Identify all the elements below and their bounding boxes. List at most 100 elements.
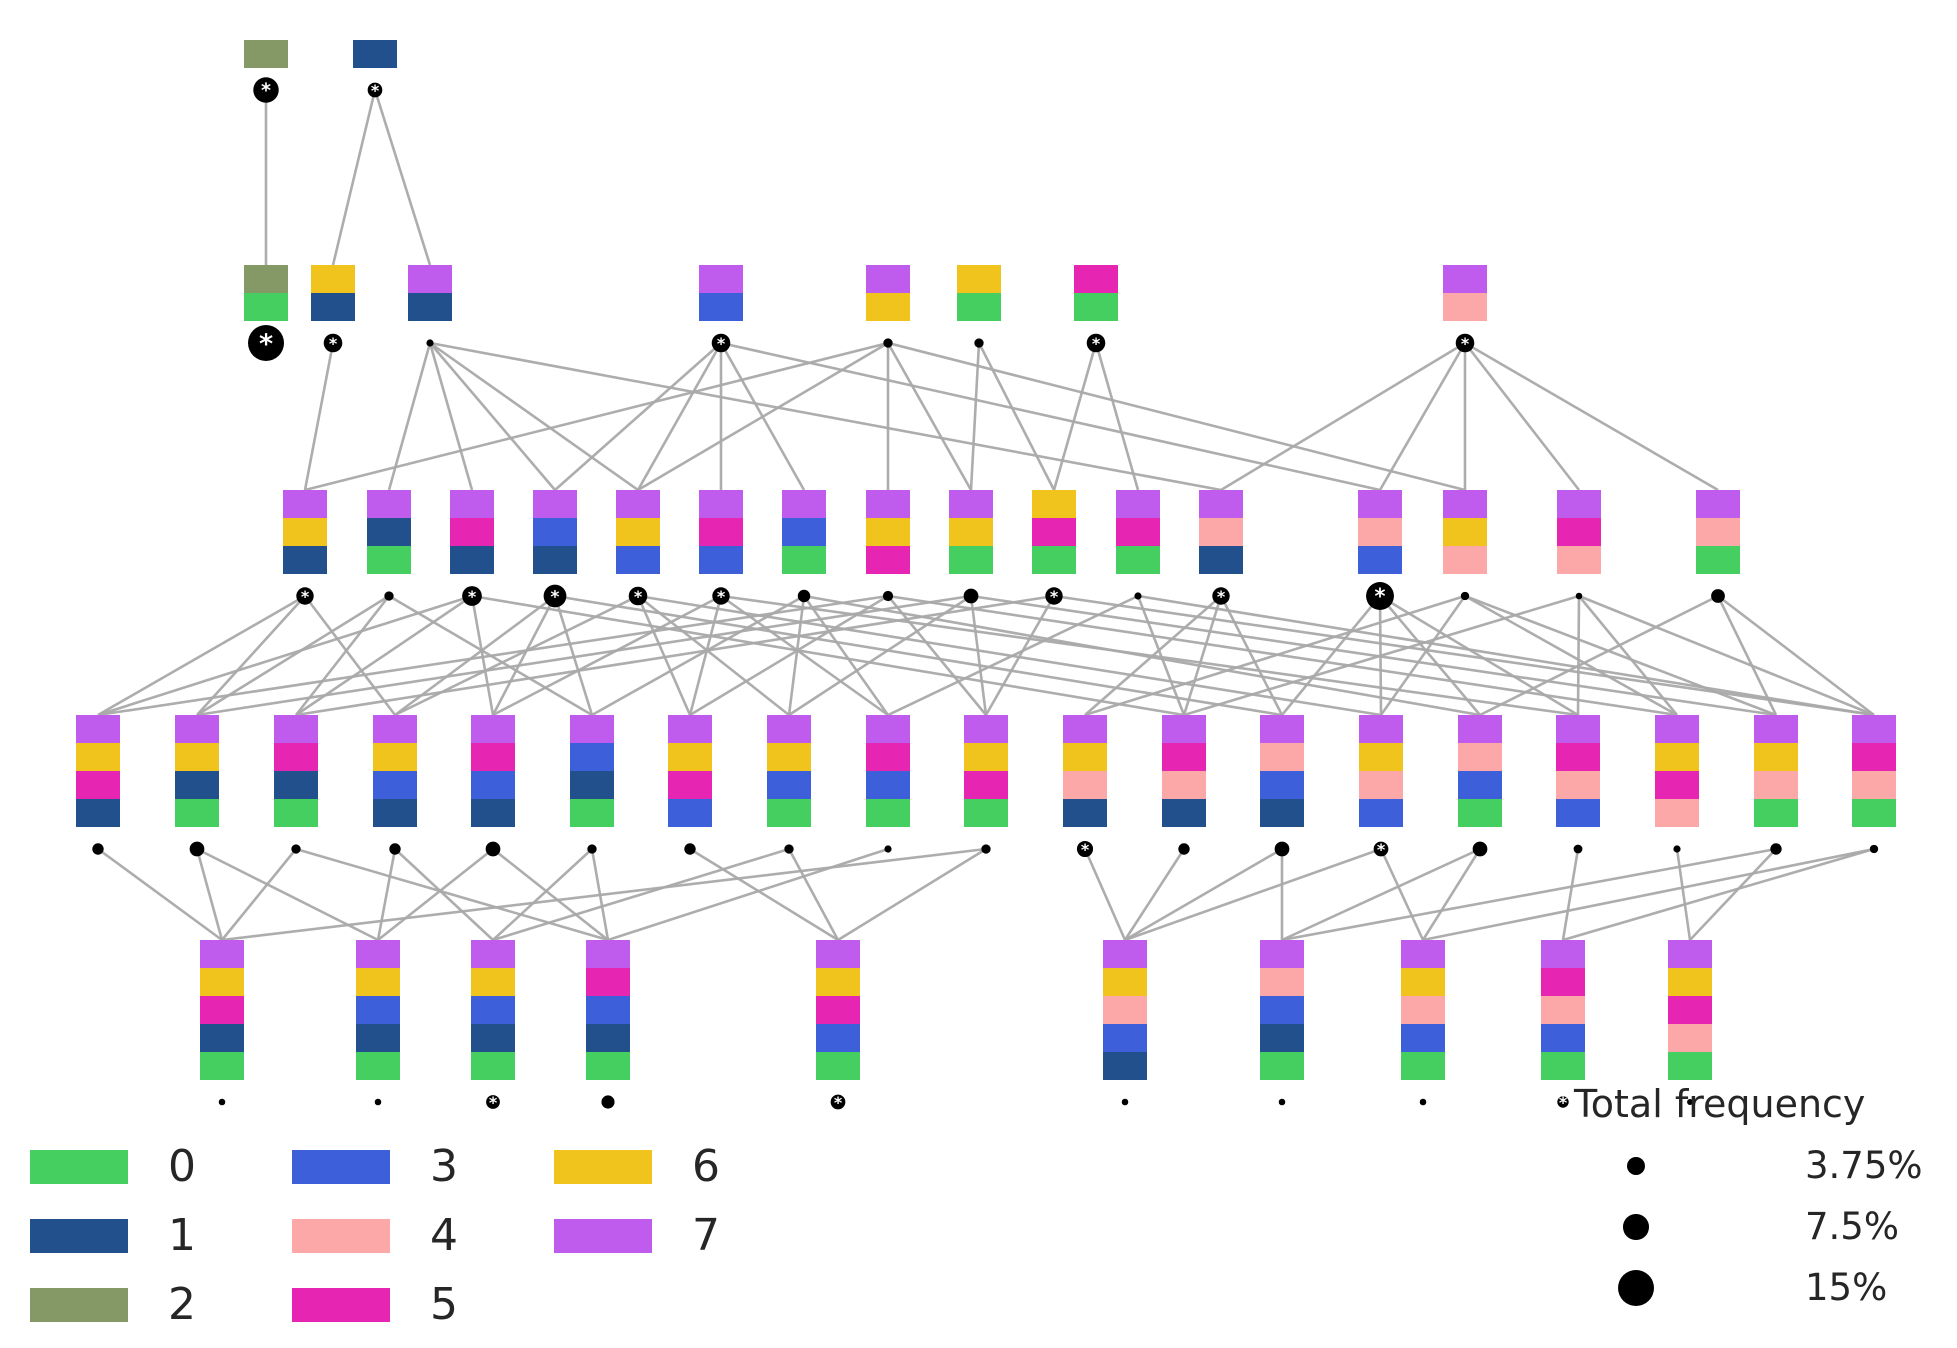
node-1-0[interactable]: * [244, 265, 288, 361]
legend-item-4: 4 [292, 1214, 458, 1258]
lineage-edge [97, 847, 223, 942]
node-1-2[interactable] [408, 265, 452, 347]
lineage-edge [331, 89, 377, 266]
node-segment-7 [471, 715, 515, 743]
frequency-dot [253, 77, 279, 103]
lineage-edge [1422, 847, 1875, 942]
star-marker: * [1375, 585, 1386, 609]
node-segment-1 [1063, 799, 1107, 827]
node-segment-7 [1162, 715, 1206, 743]
node-segment-3 [1103, 1024, 1147, 1052]
lineage-edge [1675, 848, 1692, 941]
node-3-17[interactable] [1754, 715, 1798, 855]
node-3-13[interactable]: * [1359, 715, 1403, 859]
node-3-14[interactable] [1458, 715, 1502, 857]
frequency-dot [784, 844, 794, 854]
node-2-13[interactable] [1443, 490, 1487, 601]
frequency-dot [1472, 841, 1488, 857]
node-segment-2 [244, 265, 288, 293]
node-3-3[interactable] [373, 715, 417, 855]
node-4-6[interactable] [1260, 940, 1304, 1106]
node-4-5[interactable] [1103, 940, 1147, 1106]
node-4-8[interactable]: * [1541, 940, 1585, 1112]
node-4-1[interactable] [356, 940, 400, 1106]
star-marker: * [489, 1093, 498, 1112]
node-3-8[interactable] [866, 715, 910, 853]
frequency-dot [1575, 592, 1583, 600]
node-segment-4 [1103, 996, 1147, 1024]
node-4-2[interactable]: * [471, 940, 515, 1112]
lineage-edge [788, 594, 972, 717]
node-3-2[interactable] [274, 715, 318, 854]
node-segment-0 [1541, 1052, 1585, 1080]
frequency-dot [1455, 333, 1475, 353]
node-2-15[interactable] [1696, 490, 1740, 603]
node-3-9[interactable] [964, 715, 1008, 854]
node-2-2[interactable]: * [450, 490, 494, 606]
node-4-9[interactable] [1668, 940, 1712, 1105]
lineage-edge [195, 848, 224, 941]
node-segment-7 [866, 490, 910, 518]
node-1-5[interactable] [957, 265, 1001, 348]
legend-item-1: 1 [30, 1214, 196, 1258]
node-3-12[interactable] [1260, 715, 1304, 857]
node-3-4[interactable] [471, 715, 515, 857]
node-2-0[interactable]: * [283, 490, 327, 606]
node-3-0[interactable] [76, 715, 120, 855]
node-2-6[interactable] [782, 490, 826, 603]
node-segment-3 [816, 1024, 860, 1052]
node-4-3[interactable] [586, 940, 630, 1109]
node-segment-4 [1696, 518, 1740, 546]
edges-layer [97, 89, 1875, 942]
node-segment-7 [1199, 490, 1243, 518]
node-segment-7 [570, 715, 614, 743]
node-segment-3 [668, 799, 712, 827]
node-2-14[interactable] [1557, 490, 1601, 600]
frequency-dot [1134, 592, 1142, 600]
node-4-4[interactable]: * [816, 940, 860, 1112]
node-2-1[interactable] [367, 490, 411, 601]
lineage-edge [1379, 595, 1467, 716]
node-segment-4 [1655, 799, 1699, 827]
node-2-8[interactable] [949, 490, 993, 604]
node-1-1[interactable]: * [311, 265, 355, 353]
node-2-10[interactable] [1116, 490, 1160, 600]
node-0-0[interactable]: * [244, 40, 288, 103]
node-4-0[interactable] [200, 940, 244, 1106]
node-2-7[interactable] [866, 490, 910, 602]
node-3-11[interactable] [1162, 715, 1206, 855]
node-segment-4 [1063, 771, 1107, 799]
node-segment-7 [175, 715, 219, 743]
node-segment-7 [1116, 490, 1160, 518]
frequency-dot [882, 590, 894, 602]
node-3-18[interactable] [1852, 715, 1896, 854]
node-3-15[interactable] [1556, 715, 1600, 854]
node-1-7[interactable]: * [1443, 265, 1487, 353]
node-3-10[interactable]: * [1063, 715, 1107, 859]
node-segment-0 [866, 799, 910, 827]
legend-swatch [554, 1219, 652, 1253]
node-1-4[interactable] [866, 265, 910, 348]
node-2-5[interactable]: * [699, 490, 743, 606]
node-3-16[interactable] [1655, 715, 1699, 853]
node-2-3[interactable]: * [533, 490, 577, 608]
node-2-12[interactable]: * [1358, 490, 1402, 610]
star-marker: * [1461, 334, 1470, 353]
node-2-9[interactable]: * [1032, 490, 1076, 606]
lineage-edge [1084, 594, 1466, 717]
node-3-1[interactable] [175, 715, 219, 857]
node-2-4[interactable]: * [616, 490, 660, 606]
node-segment-3 [1541, 1024, 1585, 1052]
lineage-edge [969, 595, 988, 716]
frequency-dot [601, 1095, 615, 1109]
node-4-7[interactable] [1401, 940, 1445, 1106]
node-1-6[interactable]: * [1074, 265, 1118, 353]
node-3-7[interactable] [767, 715, 811, 854]
node-1-3[interactable]: * [699, 265, 743, 353]
legend-swatch [292, 1219, 390, 1253]
node-3-6[interactable] [668, 715, 712, 855]
node-2-11[interactable]: * [1199, 490, 1243, 606]
node-0-1[interactable]: * [353, 40, 397, 100]
node-3-5[interactable] [570, 715, 614, 854]
node-segment-0 [1116, 546, 1160, 574]
